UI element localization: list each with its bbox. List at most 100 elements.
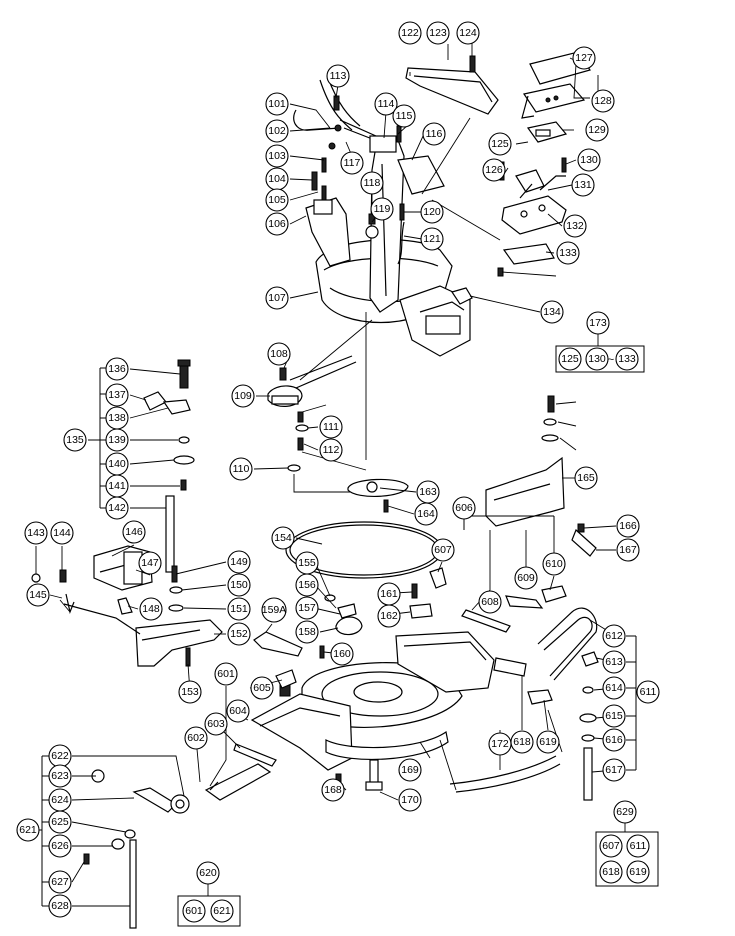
callout-number: 150 [230,579,248,591]
callout-133: 133 [556,241,580,265]
callout-122: 122 [398,21,422,45]
set-620-item-601: 601 [182,899,206,923]
callout-167: 167 [616,538,640,562]
callout-number: 143 [27,527,45,539]
callout-103: 103 [265,144,289,168]
callout-607: 607 [431,538,455,562]
callout-number: 130 [588,353,606,365]
callout-111: 111 [319,415,343,439]
callout-number: 160 [333,648,351,660]
callout-number: 144 [53,527,71,539]
callout-628: 628 [48,894,72,918]
callout-116: 116 [422,122,446,146]
callout-601: 601 [214,662,238,686]
callout-135: 135 [63,428,87,452]
callout-number: 158 [298,626,316,638]
callout-114: 114 [374,92,398,116]
callout-number: 167 [619,544,637,556]
callout-149: 149 [227,550,251,574]
callout-162: 162 [377,604,401,628]
callout-number: 609 [517,572,535,584]
callout-number: 126 [485,164,503,176]
callout-150: 150 [227,573,251,597]
callout-156: 156 [295,573,319,597]
callout-number: 115 [396,110,413,122]
callout-number: 124 [459,27,477,39]
callout-number: 133 [559,247,577,259]
callout-number: 607 [602,840,620,852]
callout-number: 136 [108,363,126,375]
callout-622: 622 [48,744,72,768]
part-geometry [31,51,599,929]
callout-number: 101 [268,98,286,110]
callout-163: 163 [416,480,440,504]
callout-102: 102 [265,119,289,143]
callout-number: 132 [566,220,584,232]
callout-146: 146 [122,520,146,544]
callout-number: 628 [51,900,69,912]
callout-147: 147 [138,551,162,575]
callout-132: 132 [563,214,587,238]
callout-139: 139 [105,428,129,452]
callout-number: 608 [481,596,499,608]
callout-134: 134 [540,300,564,324]
callout-number: 168 [324,784,342,796]
set-173-item-133: 133 [615,347,639,371]
callout-number: 616 [605,734,623,746]
callout-107: 107 [265,286,289,310]
callout-number: 613 [605,656,623,668]
callout-123: 123 [426,21,450,45]
callout-629: 629 [613,800,637,824]
callout-number: 621 [19,824,37,836]
callout-number: 137 [108,389,126,401]
callout-number: 601 [217,668,235,680]
callout-109: 109 [231,384,255,408]
callout-number: 173 [589,317,607,329]
callout-number: 107 [268,292,286,304]
callout-number: 125 [491,138,509,150]
callout-number: 619 [539,736,557,748]
callout-number: 629 [616,806,634,818]
callout-138: 138 [105,406,129,430]
set-173-item-125: 125 [558,347,582,371]
callout-number: 155 [298,557,316,569]
set-629-item-607: 607 [599,834,623,858]
callout-604: 604 [226,699,250,723]
callout-166: 166 [616,514,640,538]
callout-number: 153 [181,686,199,698]
callout-606: 606 [452,496,476,520]
callout-126: 126 [482,158,506,182]
callout-number: 166 [619,520,637,532]
callout-161: 161 [377,582,401,606]
callout-number: 169 [401,764,419,776]
callout-625: 625 [48,810,72,834]
callout-number: 603 [207,718,225,730]
callout-136: 136 [105,357,129,381]
set-629-item-618: 618 [599,860,623,884]
callout-number: 149 [230,556,248,568]
callout-170: 170 [398,788,422,812]
callout-615: 615 [602,704,626,728]
callout-number: 125 [561,353,579,365]
callout-number: 146 [125,526,143,538]
callout-number: 618 [602,866,620,878]
callout-number: 610 [545,558,563,570]
callout-number: 120 [423,206,441,218]
callout-number: 127 [575,52,593,64]
callout-number: 112 [323,444,340,456]
callout-157: 157 [295,596,319,620]
callout-108: 108 [267,342,291,366]
callout-number: 142 [108,502,126,514]
callout-137: 137 [105,383,129,407]
callout-130: 130 [577,148,601,172]
callout-101: 101 [265,92,289,116]
set-620-item-621: 621 [210,899,234,923]
callout-number: 151 [230,603,248,615]
callout-number: 119 [374,203,391,215]
callout-164: 164 [414,502,438,526]
callout-number: 161 [380,588,398,600]
callout-608: 608 [478,590,502,614]
callout-number: 156 [298,579,316,591]
callout-602: 602 [184,726,208,750]
